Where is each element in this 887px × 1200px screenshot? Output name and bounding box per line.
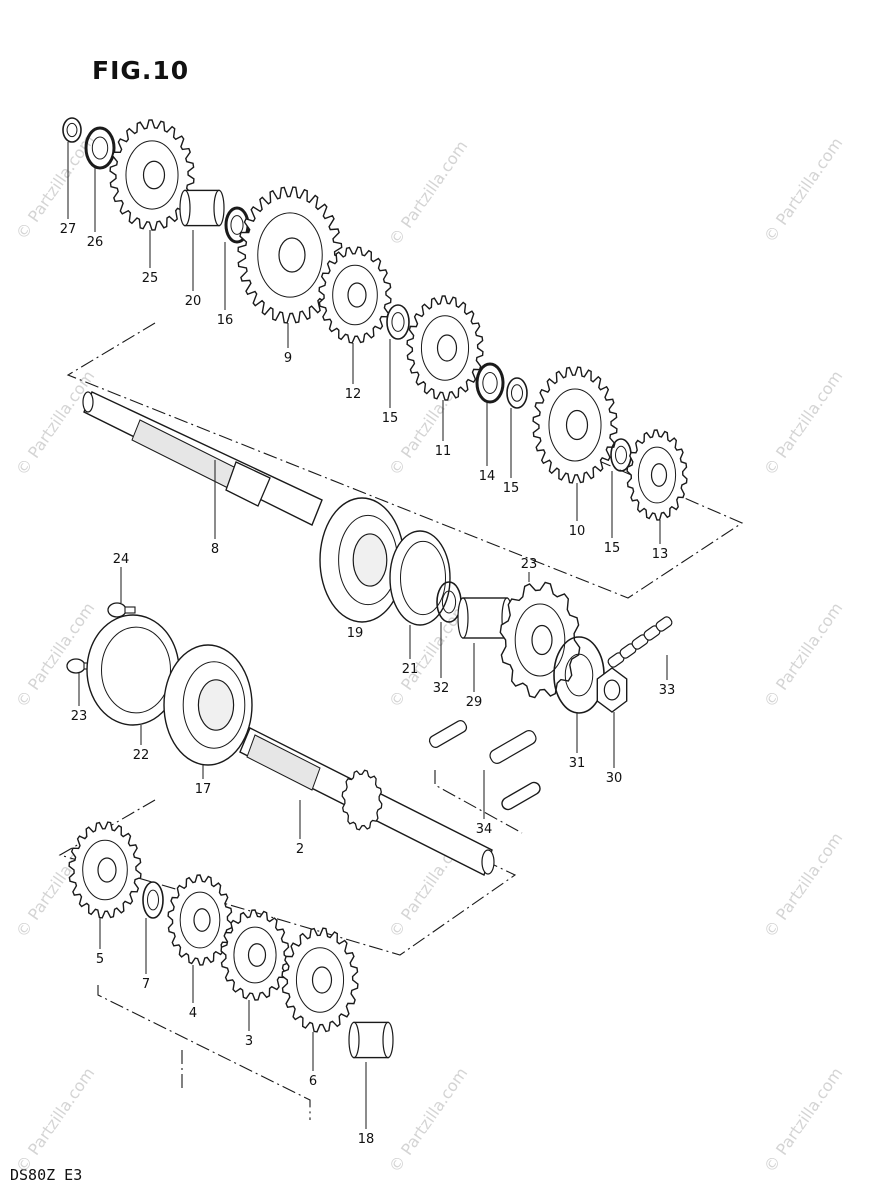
callout-label: 20 bbox=[185, 294, 202, 309]
callout-label: 6 bbox=[309, 1074, 317, 1089]
callout-label: 31 bbox=[569, 756, 586, 771]
callout-label: 3 bbox=[245, 1034, 253, 1049]
part-bushing bbox=[179, 189, 225, 227]
callout-label: 2 bbox=[296, 842, 304, 857]
callout-label: 23 bbox=[521, 557, 538, 572]
callout-label: 19 bbox=[347, 626, 364, 641]
shafts bbox=[82, 391, 495, 876]
part-washer bbox=[84, 126, 116, 170]
callout-label: 15 bbox=[604, 541, 621, 556]
part-gear bbox=[532, 366, 618, 484]
callout-label: 21 bbox=[402, 662, 419, 677]
part-spacer bbox=[457, 597, 513, 639]
countershaft-collar bbox=[225, 461, 271, 507]
callout-label: 25 bbox=[142, 271, 159, 286]
figure-title: FIG.10 bbox=[92, 56, 190, 85]
lower-group-bracket bbox=[97, 985, 311, 1120]
part-retainer-plate bbox=[86, 614, 180, 726]
part-gear bbox=[68, 821, 142, 919]
callout-label: 9 bbox=[284, 351, 292, 366]
part-gear bbox=[626, 429, 688, 521]
part-screw bbox=[107, 602, 136, 618]
driveshaft-integral-gear bbox=[341, 769, 383, 831]
part-circlip bbox=[142, 881, 164, 919]
callout-label: 14 bbox=[479, 469, 496, 484]
callout-label: 24 bbox=[113, 552, 130, 567]
callout-label: 33 bbox=[659, 683, 676, 698]
callout-label: 27 bbox=[60, 222, 77, 237]
callout-label: 34 bbox=[476, 822, 493, 837]
callout-label: 16 bbox=[217, 313, 234, 328]
part-circlip bbox=[62, 117, 82, 143]
driveshaft-splines bbox=[246, 734, 321, 791]
model-code: DS80Z E3 bbox=[10, 1166, 83, 1184]
callout-label: 10 bbox=[569, 524, 586, 539]
callout-label: 23 bbox=[71, 709, 88, 724]
part-bearing bbox=[319, 497, 405, 623]
parts-layer bbox=[62, 117, 688, 1059]
leader-lines bbox=[67, 142, 668, 1129]
part-circlip bbox=[506, 377, 528, 409]
part-gear bbox=[281, 927, 359, 1033]
callout-label: 12 bbox=[345, 387, 362, 402]
callout-label: 5 bbox=[96, 952, 104, 967]
callout-label: 18 bbox=[358, 1132, 375, 1147]
callout-label: 26 bbox=[87, 235, 104, 250]
part-oil-seal bbox=[389, 530, 451, 626]
part-sprocket bbox=[499, 581, 581, 699]
countershaft-end bbox=[82, 391, 94, 413]
callout-label: 13 bbox=[652, 547, 669, 562]
callout-label: 4 bbox=[189, 1006, 197, 1021]
driveshaft-end bbox=[481, 849, 495, 875]
part-washer bbox=[475, 362, 505, 404]
callout-label: 15 bbox=[503, 481, 520, 496]
part-gear bbox=[220, 909, 290, 1001]
callout-label: 11 bbox=[435, 444, 452, 459]
part-gear bbox=[406, 295, 484, 401]
chain-joint-bracket bbox=[434, 770, 523, 834]
callout-label: 32 bbox=[433, 681, 450, 696]
callout-label: 15 bbox=[382, 411, 399, 426]
part-chain-joint bbox=[428, 720, 541, 811]
callout-label: 8 bbox=[211, 542, 219, 557]
callout-label: 30 bbox=[606, 771, 623, 786]
part-nut bbox=[596, 667, 628, 713]
callout-label: 29 bbox=[466, 695, 483, 710]
callout-label: 7 bbox=[142, 977, 150, 992]
part-chain bbox=[607, 616, 673, 668]
part-gear bbox=[237, 186, 343, 324]
part-gear bbox=[318, 246, 392, 344]
callout-label: 17 bbox=[195, 782, 212, 797]
part-gear bbox=[167, 874, 233, 966]
part-gear bbox=[109, 119, 195, 231]
callout-label: 22 bbox=[133, 748, 150, 763]
part-circlip bbox=[386, 304, 410, 340]
part-bearing bbox=[163, 644, 253, 766]
part-bushing bbox=[348, 1021, 394, 1059]
